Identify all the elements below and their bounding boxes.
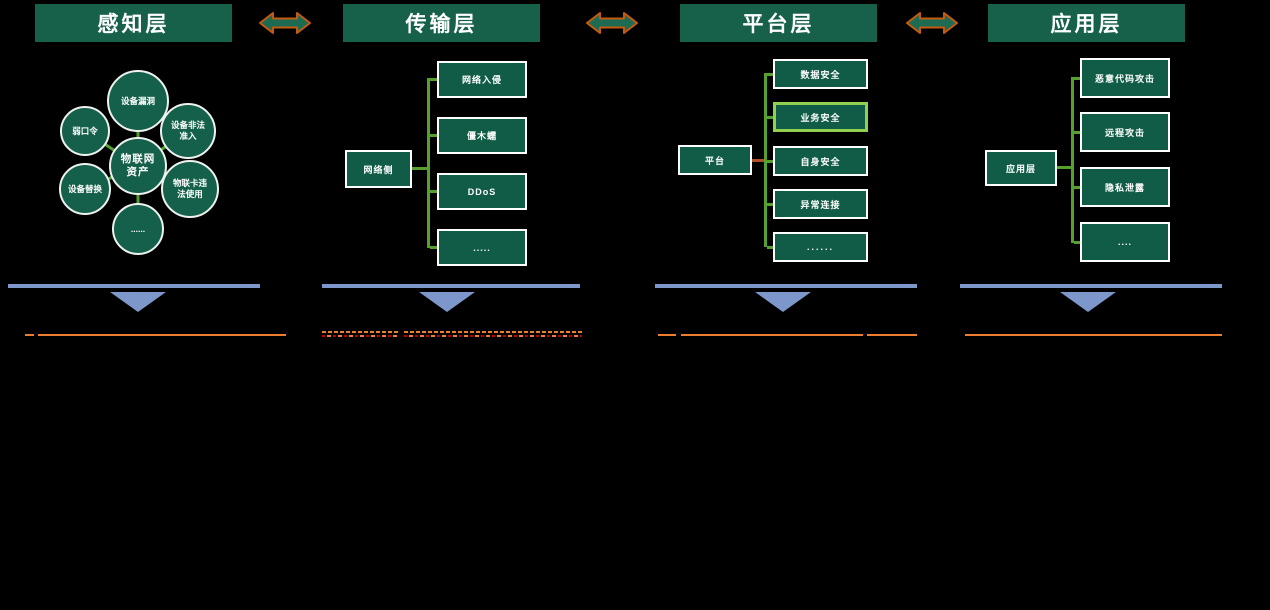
circle-iot-card-misuse: 物联卡违法使用 xyxy=(161,160,219,218)
pointer-rule xyxy=(8,284,260,288)
pointer-rule xyxy=(960,284,1222,288)
node-abnormal-connection: 异常连接 xyxy=(773,189,868,219)
caption-underline xyxy=(404,335,582,337)
header-transport-layer: 传输层 xyxy=(343,4,540,42)
node-malicious-code-attack: 恶意代码攻击 xyxy=(1080,58,1170,98)
caption-underline xyxy=(658,334,676,336)
connector xyxy=(767,160,773,163)
node-remote-attack: 远程攻击 xyxy=(1080,112,1170,152)
circle-weak-password: 弱口令 xyxy=(60,106,110,156)
double-arrow-icon xyxy=(905,9,959,37)
pointer-triangle-icon xyxy=(419,292,475,312)
node-platform-parent: 平台 xyxy=(678,145,752,175)
caption-underline xyxy=(25,334,34,336)
caption-underline xyxy=(322,335,398,337)
node-network-intrusion: 网络入侵 xyxy=(437,61,527,98)
pointer-triangle-icon xyxy=(1060,292,1116,312)
caption-underline xyxy=(681,334,863,336)
header-perception-layer: 感知层 xyxy=(35,4,232,42)
connector xyxy=(430,246,437,249)
caption-underline xyxy=(38,334,286,336)
circle-iot-assets-hub: 物联网资产 xyxy=(109,137,167,195)
connector xyxy=(1074,241,1080,244)
pointer-rule xyxy=(322,284,580,288)
pointer-triangle-icon xyxy=(110,292,166,312)
caption-underline xyxy=(404,331,582,333)
circle-device-replacement: 设备替换 xyxy=(59,163,111,215)
double-arrow-icon xyxy=(258,9,312,37)
circle-illegal-access: 设备非法准入 xyxy=(160,103,216,159)
node-ellipsis: .... xyxy=(1080,222,1170,262)
circle-ellipsis: ...... xyxy=(112,203,164,255)
pointer-rule xyxy=(655,284,917,288)
header-application-layer: 应用层 xyxy=(988,4,1185,42)
node-network-side-parent: 网络侧 xyxy=(345,150,412,188)
caption-underline xyxy=(322,331,398,333)
node-data-security: 数据安全 xyxy=(773,59,868,89)
node-business-security: 业务安全 xyxy=(773,102,868,132)
connector xyxy=(767,246,773,249)
header-platform-layer: 平台层 xyxy=(680,4,877,42)
connector xyxy=(427,78,430,248)
circle-device-vulnerability: 设备漏洞 xyxy=(107,70,169,132)
double-arrow-icon xyxy=(585,9,639,37)
node-botnet-trojan-worm: 僵木蠕 xyxy=(437,117,527,154)
pointer-triangle-icon xyxy=(755,292,811,312)
node-ellipsis: ...... xyxy=(773,232,868,262)
connector xyxy=(412,167,427,170)
node-ddos: DDoS xyxy=(437,173,527,210)
node-self-security: 自身安全 xyxy=(773,146,868,176)
caption-underline xyxy=(965,334,1222,336)
connector xyxy=(1074,186,1080,189)
node-ellipsis: ..... xyxy=(437,229,527,266)
connector xyxy=(764,73,767,247)
caption-underline xyxy=(867,334,917,336)
connector xyxy=(430,134,437,137)
connector xyxy=(1074,131,1080,134)
connector-red xyxy=(752,159,764,162)
connector xyxy=(430,190,437,193)
connector xyxy=(767,203,773,206)
connector xyxy=(1074,77,1080,80)
connector xyxy=(1057,166,1071,169)
connector xyxy=(767,73,773,76)
connector xyxy=(1071,77,1074,243)
connector xyxy=(767,116,773,119)
node-application-parent: 应用层 xyxy=(985,150,1057,186)
connector xyxy=(430,78,437,81)
node-privacy-leak: 隐私泄露 xyxy=(1080,167,1170,207)
